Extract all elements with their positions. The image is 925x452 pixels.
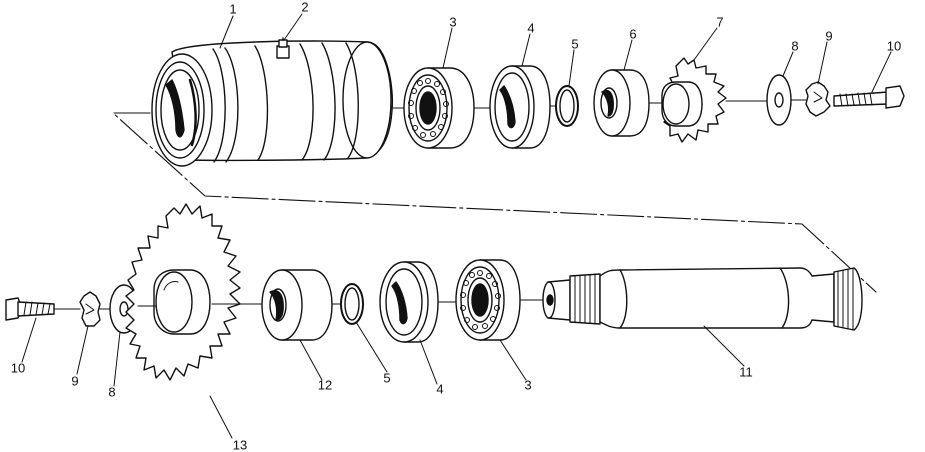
splined-shaft-part-11 (542, 267, 863, 331)
callout-4-bottom: 4 (436, 381, 444, 397)
callout-7: 7 (716, 14, 724, 30)
bottom-centerline (53, 299, 544, 310)
large-sprocket-part-13 (125, 203, 241, 381)
callout-11: 11 (739, 364, 753, 380)
grease-fitting-part-2 (276, 37, 290, 59)
bearing-race-part-4-bottom (379, 261, 439, 343)
callout-2: 2 (301, 0, 309, 15)
bolt-part-10-top (833, 85, 905, 109)
callout-12: 12 (317, 377, 333, 393)
callout-6: 6 (629, 26, 637, 42)
callout-9-bottom: 9 (71, 373, 79, 389)
bearing-race-part-4-top (489, 65, 551, 149)
callout-4: 4 (527, 20, 535, 36)
bolt-part-10-bottom (5, 297, 55, 321)
assembly-guide-lines (112, 112, 877, 293)
callout-3-bottom: 3 (524, 377, 532, 393)
lock-washer-part-9-bottom (79, 291, 101, 327)
housing-tube-part-1 (151, 40, 394, 167)
top-centerline (391, 99, 807, 109)
callout-10-bottom: 10 (10, 360, 26, 376)
callout-5-bottom: 5 (383, 370, 391, 386)
callout-9: 9 (825, 28, 833, 44)
callout-3: 3 (449, 14, 457, 30)
callout-8: 8 (791, 38, 799, 54)
callout-1: 1 (229, 1, 237, 17)
lock-washer-part-9-top (805, 81, 831, 117)
ball-bearing-part-3-bottom (455, 259, 521, 341)
ball-bearing-part-3-top (403, 67, 475, 149)
small-sprocket-part-7 (661, 57, 727, 143)
spacer-part-12 (261, 269, 333, 341)
callout-13: 13 (232, 437, 248, 452)
callout-leader-lines (21, 13, 892, 439)
retaining-ring-part-5-top (555, 85, 579, 127)
washer-part-8-top (766, 74, 792, 126)
spacer-part-6 (593, 69, 650, 137)
retaining-ring-part-5-bottom (340, 283, 364, 325)
callout-8-bottom: 8 (108, 384, 116, 400)
callout-10: 10 (886, 38, 902, 54)
callout-5: 5 (571, 36, 579, 52)
